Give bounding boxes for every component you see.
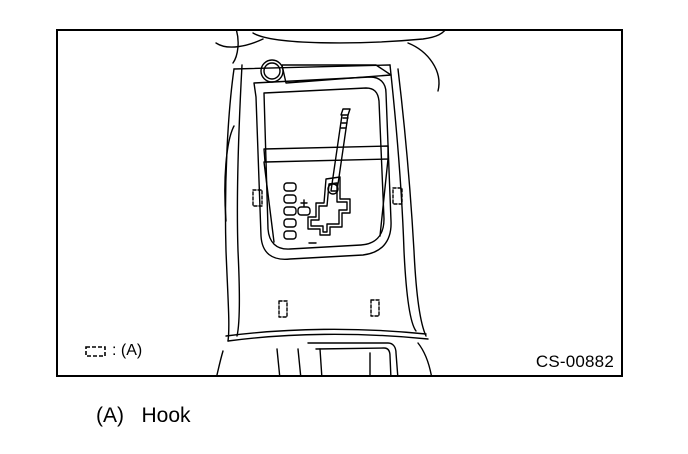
legend-label: : (A) — [112, 342, 143, 359]
console-outer-right — [397, 68, 427, 337]
figure-code: CS-00882 — [535, 352, 614, 371]
caption-key: (A) — [96, 404, 124, 427]
gear-indicator-r — [283, 194, 297, 204]
indicator-panel — [263, 145, 389, 163]
gear-indicator-3 — [283, 230, 297, 240]
hook-right — [392, 187, 403, 205]
hook-symbol-icon — [84, 345, 108, 358]
hook-bottom-left — [278, 300, 288, 318]
legend: : (A) — [84, 342, 142, 360]
gear-indicator-d — [283, 218, 297, 228]
shift-gate — [307, 176, 351, 236]
gear-indicator-n — [283, 206, 297, 216]
caption: (A) Hook — [96, 404, 191, 428]
hook-left — [252, 189, 263, 207]
caption-text: Hook — [141, 404, 191, 427]
shift-bezel — [253, 76, 392, 260]
figure-frame: : (A) CS-00882 — [56, 29, 623, 377]
console-line-drawing — [215, 31, 446, 375]
console-outer-left — [224, 68, 235, 342]
gear-indicator-p — [283, 182, 297, 192]
hook-bottom-right — [370, 299, 380, 317]
